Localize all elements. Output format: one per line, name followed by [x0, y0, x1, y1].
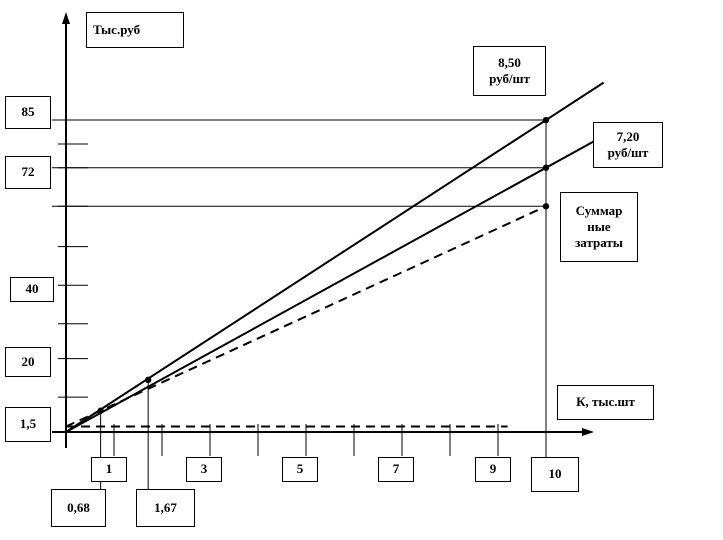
y-axis-arrow [62, 12, 70, 24]
y-tick-label-72: 72 [5, 156, 51, 189]
y-tick-label-20: 20 [5, 347, 51, 377]
y-tick-label-85: 85 [5, 96, 51, 129]
y-axis-title: Тыс.руб [86, 12, 184, 48]
series-label-total-cost: Суммар ные затраты [560, 192, 638, 262]
x-tick-label-5: 5 [282, 457, 318, 482]
series-label-8-50: 8,50 руб/шт [473, 46, 546, 96]
data-point-5 [144, 376, 152, 384]
x-marker-label-1-67: 1,67 [136, 489, 195, 527]
x-tick-label-10: 10 [531, 457, 579, 492]
x-tick-label-9: 9 [475, 457, 511, 482]
x-axis-title: К, тыс.шт [557, 385, 654, 420]
x-tick-label-3: 3 [186, 457, 222, 482]
y-tick-label-40: 40 [10, 277, 54, 302]
x-tick-label-1: 1 [91, 457, 127, 482]
series-label-7-20: 7,20 руб/шт [593, 122, 663, 168]
y-tick-label-1-5: 1,5 [5, 407, 51, 442]
series-line-3 [65, 205, 547, 428]
series-line-2 [65, 135, 605, 433]
series-line-1 [65, 81, 605, 433]
data-point-2 [542, 164, 550, 171]
x-tick-label-7: 7 [378, 457, 414, 482]
data-point-3 [542, 203, 550, 210]
data-point-4 [97, 407, 104, 414]
data-point-1 [542, 116, 550, 124]
x-axis-arrow [582, 428, 594, 436]
x-marker-label-0-68: 0,68 [51, 489, 106, 527]
